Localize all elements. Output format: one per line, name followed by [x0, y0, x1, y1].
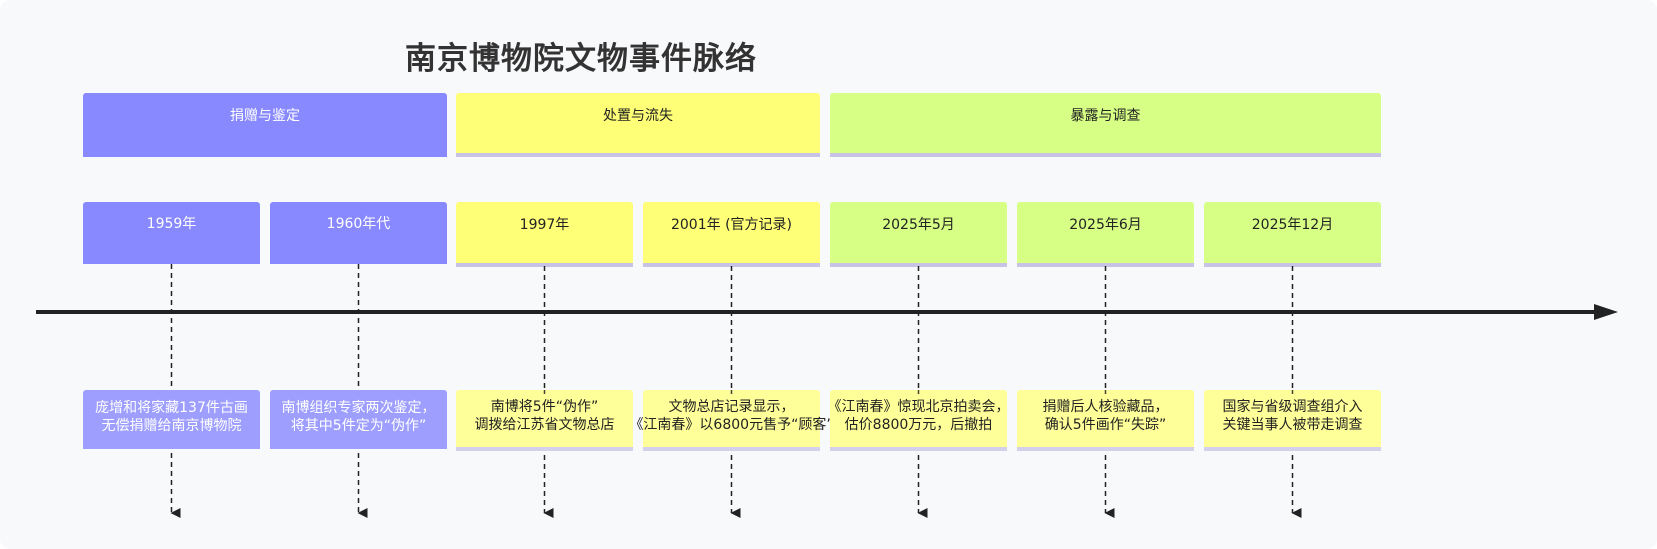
- diagram-title: 南京博物院文物事件脉络: [405, 41, 757, 77]
- event-line-1: 南博组织专家两次鉴定，: [281, 399, 436, 416]
- date-box-2025-05: 2025年5月: [830, 202, 1007, 267]
- event-box-1997: 南博将5件“伪作” 调拨给江苏省文物总店: [456, 390, 633, 451]
- event-box-2025-05: 《江南春》惊现北京拍卖会， 估价8800万元，后撤拍: [827, 390, 1010, 451]
- event-line-2: 将其中5件定为“伪作”: [290, 417, 427, 434]
- phase-label: 捐赠与鉴定: [230, 108, 300, 124]
- date-box-2001: 2001年 (官方记录): [643, 202, 820, 267]
- event-line-1: 南博将5件“伪作”: [490, 398, 599, 415]
- date-label: 2025年6月: [1069, 217, 1142, 233]
- phase-label: 暴露与调查: [1070, 108, 1141, 124]
- date-box-2025-06: 2025年6月: [1017, 202, 1194, 267]
- event-box-1959: 庞增和将家藏137件古画 无偿捐赠给南京博物院: [83, 390, 260, 449]
- date-label: 2025年12月: [1251, 217, 1334, 233]
- event-line-1: 捐赠后人核验藏品，: [1042, 398, 1169, 415]
- date-label: 1997年: [519, 217, 570, 233]
- event-line-2: 《江南春》以6800元售予“顾客”: [629, 416, 834, 433]
- event-line-1: 《江南春》惊现北京拍卖会，: [827, 398, 1010, 415]
- event-line-1: 文物总店记录显示，: [668, 398, 795, 415]
- event-line-2: 确认5件画作“失踪”: [1044, 416, 1167, 433]
- event-line-1: 庞增和将家藏137件古画: [95, 399, 248, 416]
- phase-header-investigation: 暴露与调查: [830, 93, 1381, 157]
- date-box-1997: 1997年: [456, 202, 633, 267]
- date-label: 2025年5月: [882, 217, 955, 233]
- date-box-1960s: 1960年代: [270, 202, 447, 264]
- event-line-1: 国家与省级调查组介入: [1222, 398, 1363, 415]
- timeline-axis-arrowhead: [1594, 304, 1618, 320]
- phase-header-donation: 捐赠与鉴定: [83, 93, 447, 157]
- date-box-1959: 1959年: [83, 202, 260, 264]
- date-box-2025-12: 2025年12月: [1204, 202, 1381, 267]
- event-line-2: 无偿捐赠给南京博物院: [101, 417, 242, 434]
- date-label: 1960年代: [326, 215, 391, 232]
- event-line-2: 关键当事人被带走调查: [1222, 416, 1363, 433]
- event-line-2: 估价8800万元，后撤拍: [844, 416, 993, 433]
- event-box-1960s: 南博组织专家两次鉴定， 将其中5件定为“伪作”: [270, 390, 447, 449]
- event-line-2: 调拨给江苏省文物总店: [474, 416, 615, 433]
- event-box-2025-12: 国家与省级调查组介入 关键当事人被带走调查: [1204, 390, 1381, 451]
- date-label: 1959年: [146, 215, 197, 232]
- date-label: 2001年 (官方记录): [670, 217, 792, 233]
- event-box-2025-06: 捐赠后人核验藏品， 确认5件画作“失踪”: [1017, 390, 1194, 451]
- phase-label: 处置与流失: [603, 108, 673, 124]
- phase-header-disposal: 处置与流失: [456, 93, 820, 157]
- event-box-2001: 文物总店记录显示， 《江南春》以6800元售予“顾客”: [629, 390, 834, 451]
